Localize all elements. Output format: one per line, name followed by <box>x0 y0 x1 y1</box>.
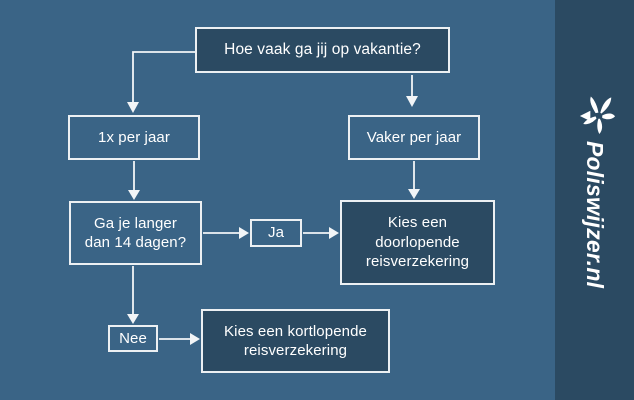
arrowhead-down-icon <box>408 189 420 199</box>
node-answer-once-per-year: 1x per jaar <box>68 115 200 160</box>
brand-name: Poliswijzer.nl <box>582 141 608 289</box>
node-label: Kies een kortlopende reisverzekering <box>224 322 367 360</box>
node-label: 1x per jaar <box>98 128 170 146</box>
poliswijzer-logo-icon <box>579 96 616 134</box>
node-label: Vaker per jaar <box>366 128 462 146</box>
node-answer-ja: Ja <box>250 219 302 247</box>
arrowhead-down-icon <box>127 102 139 113</box>
node-label: Hoe vaak ga jij op vakantie? <box>224 40 421 58</box>
node-result-kortlopende-reisverzekering: Kies een kortlopende reisverzekering <box>201 309 390 373</box>
node-label: Kies een doorlopende reisverzekering <box>365 214 470 271</box>
edge-vacation-to-once <box>132 51 197 102</box>
node-label: Ga je langer dan 14 dagen? <box>84 214 187 252</box>
arrowhead-down-icon <box>406 96 418 107</box>
node-question-vacation-frequency: Hoe vaak ga jij op vakantie? <box>195 27 450 73</box>
node-label: Ja <box>267 224 285 242</box>
node-label: Nee <box>119 329 147 347</box>
arrowhead-right-icon <box>190 333 200 345</box>
arrowhead-down-icon <box>127 314 139 324</box>
arrowhead-right-icon <box>329 227 339 239</box>
node-question-longer-than-14-days: Ga je langer dan 14 dagen? <box>69 201 202 265</box>
node-result-doorlopende-reisverzekering: Kies een doorlopende reisverzekering <box>340 200 495 285</box>
arrowhead-right-icon <box>239 227 249 239</box>
node-answer-more-per-year: Vaker per jaar <box>348 115 480 160</box>
node-answer-nee: Nee <box>108 325 158 352</box>
brand-sidebar: Poliswijzer.nl <box>555 0 634 400</box>
arrowhead-down-icon <box>128 190 140 200</box>
